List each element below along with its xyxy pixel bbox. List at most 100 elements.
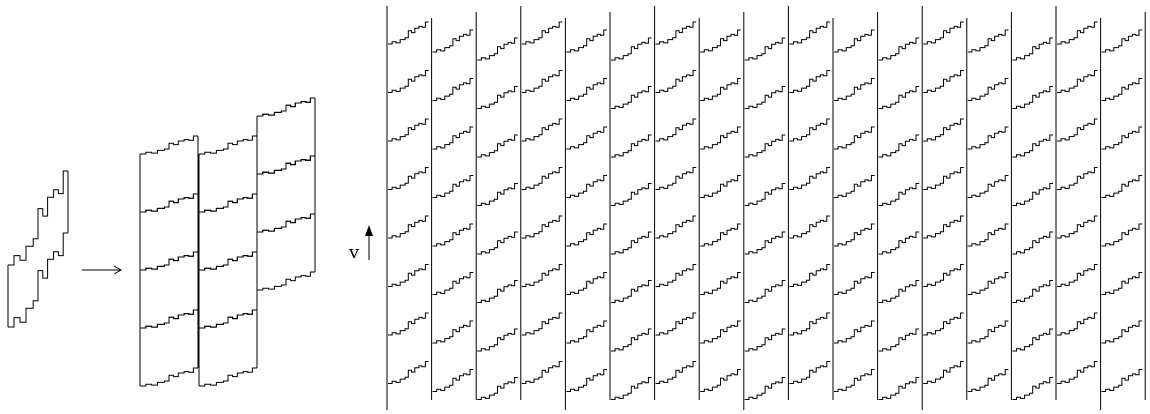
lattice-step-edge [1057,265,1098,287]
vector-v-arrowhead [365,225,373,236]
lattice-step-edge [834,321,875,343]
lattice-step-edge [522,265,563,287]
lattice-step-edge [834,79,875,101]
lattice-step-edge [433,79,474,101]
lattice-step-edge [745,281,786,303]
lattice-step-edge [745,184,786,206]
lattice-step-edge [879,329,920,351]
lattice-step-edge [522,216,563,238]
lattice-step-edge [611,329,652,351]
lattice-step-edge [745,87,786,109]
lattice-step-edge [789,362,830,384]
lattice-step-edge [879,378,920,400]
lattice-step-edge [566,273,607,295]
lattice-step-edge [522,168,563,190]
lattice-step-edge [923,313,964,335]
lattice-step-edge [566,127,607,149]
lattice-step-edge [477,378,518,400]
lattice-step-edge [522,119,563,141]
lattice-step-edge [789,313,830,335]
cluster-tile [257,98,315,174]
lattice-step-edge [388,265,429,287]
lattice-step-edge [923,22,964,44]
lattice-step-edge [745,38,786,60]
lattice-step-edge [656,22,697,44]
lattice-step-edge [1102,176,1143,198]
lattice-step-edge [388,119,429,141]
lattice-step-edge [611,232,652,254]
lattice-step-edge [923,168,964,190]
lattice-step-edge [700,273,741,295]
lattice-step-edge [656,168,697,190]
lattice-step-edge [879,87,920,109]
lattice-step-edge [1012,184,1053,206]
lattice-step-edge [522,71,563,93]
lattice-step-edge [388,22,429,44]
lattice-step-edge [968,321,1009,343]
lattice-step-edge [433,224,474,246]
lattice-step-edge [566,30,607,52]
lattice-step-edge [879,184,920,206]
lattice-step-edge [477,281,518,303]
lattice-step-edge [433,176,474,198]
lattice-step-edge [834,30,875,52]
lattice-step-edge [566,79,607,101]
lattice-step-edge [968,127,1009,149]
lattice-step-edge [1012,38,1053,60]
lattice-step-edge [879,38,920,60]
cluster-tile [199,136,257,212]
lattice-step-edge [433,30,474,52]
lattice-step-edge [611,281,652,303]
lattice-step-edge [1057,168,1098,190]
lattice-step-edge [789,71,830,93]
lattice-step-edge [700,321,741,343]
lattice-step-edge [745,329,786,351]
lattice-step-edge [1057,22,1098,44]
lattice-step-edge [700,79,741,101]
lattice-step-edge [522,362,563,384]
lattice-step-edge [388,216,429,238]
lattice-step-edge [566,224,607,246]
lattice-step-edge [1102,127,1143,149]
tile-cluster-panel [140,98,315,386]
lattice-step-edge [566,176,607,198]
lattice-step-edge [923,362,964,384]
lattice-step-edge [611,378,652,400]
lattice-step-edge [1012,329,1053,351]
lattice-step-edge [611,184,652,206]
lattice-step-edge [1057,71,1098,93]
transition-arrow [82,266,121,274]
lattice-step-edge [656,119,697,141]
lattice-step-edge [1012,87,1053,109]
lattice-step-edge [789,265,830,287]
lattice-step-edge [968,176,1009,198]
lattice-step-edge [611,87,652,109]
lattice-step-edge [522,313,563,335]
lattice-step-edge [1012,281,1053,303]
lattice-step-edge [388,362,429,384]
lattice-step-edge [923,71,964,93]
lattice-step-edge [477,184,518,206]
lattice-step-edge [968,30,1009,52]
lattice-step-edge [566,370,607,392]
lattice-step-edge [433,370,474,392]
lattice-step-edge [700,127,741,149]
lattice-step-edge [433,273,474,295]
lattice-step-edge [834,127,875,149]
lattice-step-edge [789,22,830,44]
lattice-step-edge [611,38,652,60]
lattice-step-edge [745,378,786,400]
lattice-step-edge [923,265,964,287]
lattice-step-edge [1057,216,1098,238]
lattice-step-edge [1057,119,1098,141]
lattice-step-edge [789,119,830,141]
lattice-step-edge [879,232,920,254]
lattice-step-edge [968,273,1009,295]
lattice-step-edge [611,135,652,157]
lattice-step-edge [1102,273,1143,295]
lattice-step-edge [1057,362,1098,384]
vector-v-label: v [348,242,360,263]
lattice-step-edge [656,265,697,287]
single-tile [8,171,68,327]
